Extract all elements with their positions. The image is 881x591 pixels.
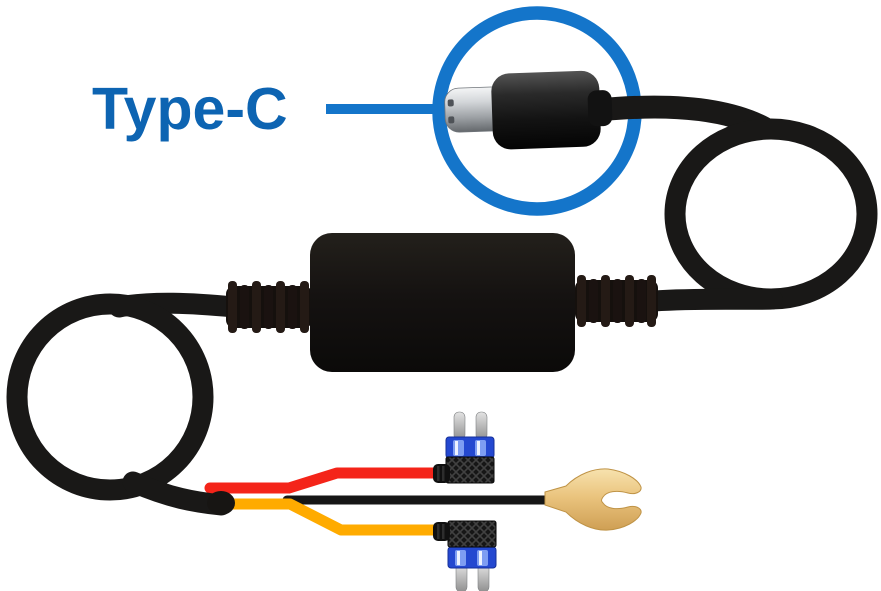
strain-relief-rib [240, 285, 249, 329]
fuse-window-right [477, 550, 488, 566]
wire-boot [433, 522, 450, 541]
strain-relief-rib [601, 275, 610, 327]
strain-relief-rib [228, 281, 237, 333]
strain-relief-rib [252, 281, 261, 333]
fuse-prong-right [475, 411, 488, 441]
fuse-tap-lower [433, 520, 497, 591]
fuse-window-left [453, 440, 464, 456]
boot-ridge [437, 524, 440, 539]
cable-sheath-end [207, 491, 235, 515]
strain-relief-rib [300, 281, 309, 333]
usb-c-connector [444, 70, 613, 150]
strain-relief-rib [625, 275, 634, 327]
fuse-housing [445, 456, 495, 484]
strain-relief-rib [276, 281, 285, 333]
strain-relief-rib [589, 279, 598, 323]
converter-box [310, 233, 575, 372]
usb-c-plug-notch [447, 99, 454, 107]
strain-relief-right [575, 275, 658, 327]
fuse-tap-upper [433, 411, 495, 484]
cable-coil-left [6, 293, 214, 501]
fuse-glint [455, 441, 458, 455]
fuse-window-right [475, 440, 486, 456]
wire-boot [433, 464, 450, 483]
strain-relief-rib [264, 285, 273, 329]
ground-fork-terminal [544, 468, 642, 531]
wire-yellow [202, 498, 456, 536]
fuse-glint [457, 551, 460, 565]
usb-c-plug-notch [448, 116, 455, 124]
fork-terminal-blade [544, 468, 642, 531]
usb-c-plug-body [491, 70, 601, 150]
fuse-window-left [455, 550, 466, 566]
strain-relief-rib [647, 275, 656, 327]
boot-ridge [442, 466, 445, 481]
strain-relief-left [226, 281, 312, 333]
strain-relief-rib [577, 275, 586, 327]
type-c-label: Type-C [92, 76, 288, 142]
fuse-glint [477, 441, 480, 455]
cable-right-exit [643, 288, 783, 312]
boot-ridge [442, 524, 445, 539]
wire-red [204, 467, 458, 494]
boot-ridge [437, 466, 440, 481]
fuse-glint [479, 551, 482, 565]
strain-relief-rib [288, 285, 297, 329]
fuse-housing [447, 520, 497, 548]
usb-c-plug-neck [587, 90, 613, 127]
strain-relief-rib [637, 279, 646, 323]
strain-relief-rib [613, 279, 622, 323]
fuse-prong-left [453, 411, 466, 441]
type-c-callout: Type-C [92, 6, 642, 216]
